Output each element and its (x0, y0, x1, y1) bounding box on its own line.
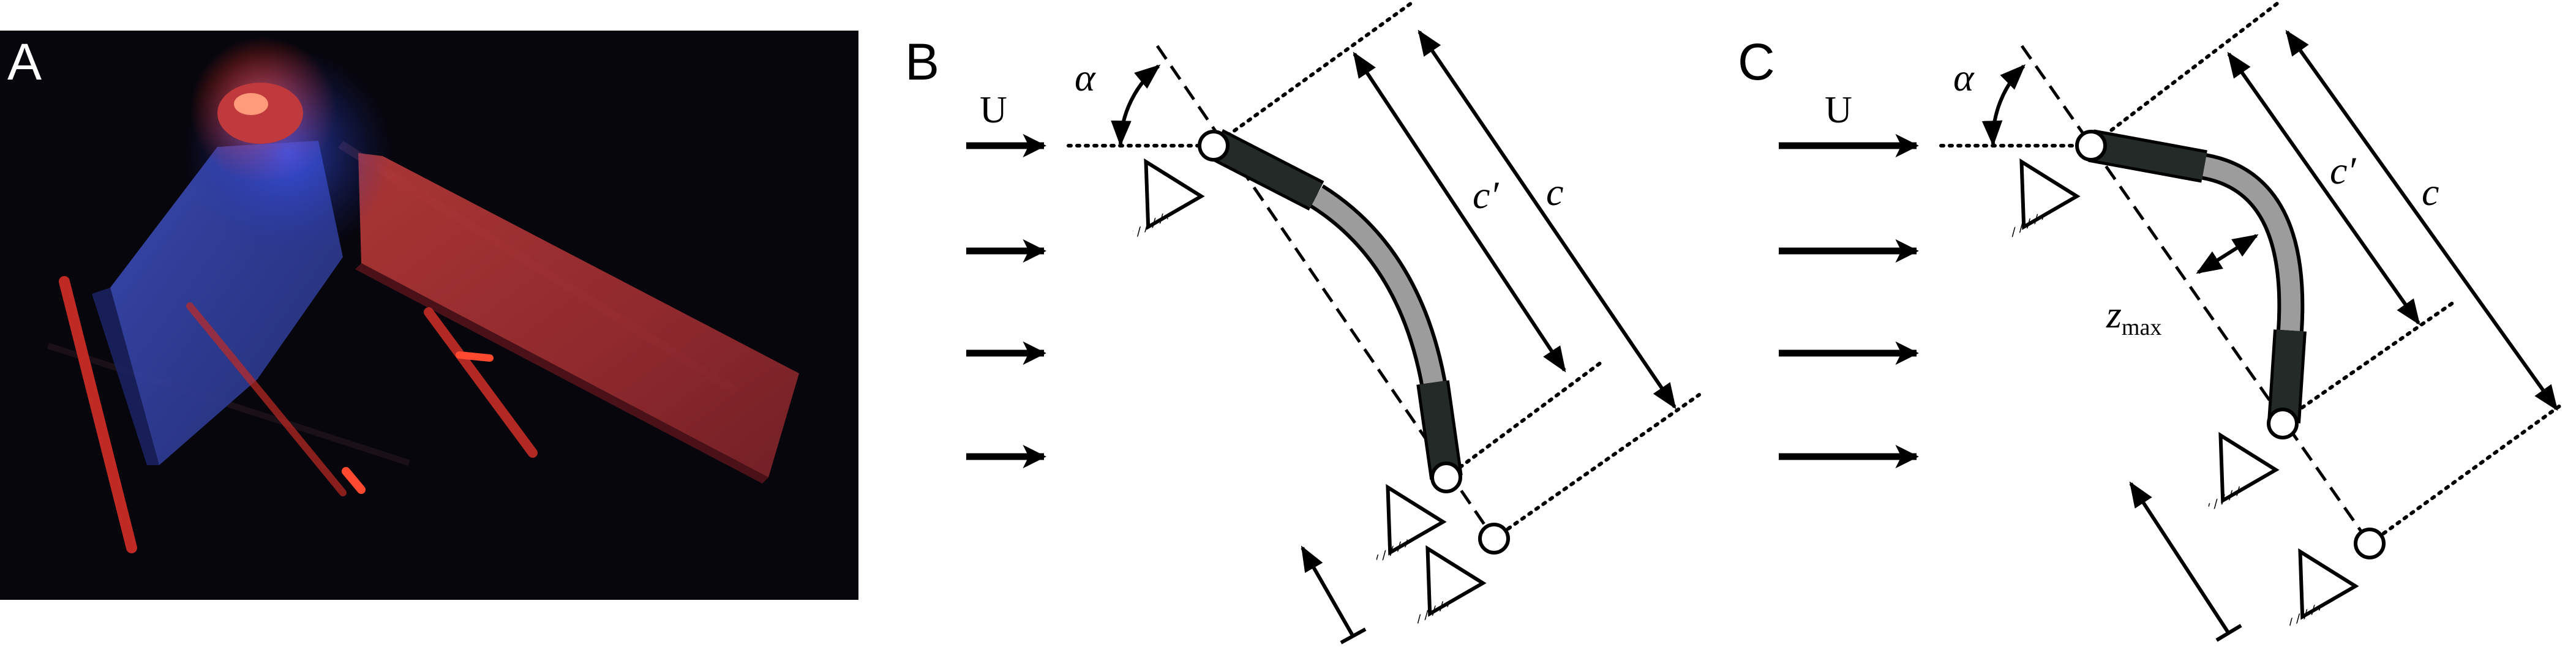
chord-prime-label: c′ (2330, 149, 2356, 192)
camber-label: zmax (2106, 293, 2161, 340)
rigid-position-hinge (2354, 528, 2386, 559)
mount-blue-glow (184, 49, 392, 257)
chord-dimension (2285, 29, 2558, 411)
trailing-hinge (2267, 408, 2299, 439)
panel-letter-b: B (905, 33, 939, 91)
camber-subscript: max (2122, 315, 2161, 340)
pin-support (1414, 545, 1487, 624)
pin-support (1133, 158, 1205, 237)
pin-support (2287, 548, 2359, 627)
panel-c: C U α zmax (1738, 1, 2564, 642)
rigid-segment-leading-fill (1209, 132, 1323, 208)
dotted-top (1212, 1, 1413, 148)
chord-label: c (1546, 170, 1563, 214)
chord-label: c (2422, 170, 2439, 214)
pin-support (2008, 158, 2081, 237)
mount-highlight (234, 93, 268, 115)
leading-hinge (1198, 130, 1230, 162)
flow-speed-label: U (980, 89, 1007, 131)
angle-arc (1981, 64, 2026, 147)
chord-prime-dimension (1353, 51, 1566, 373)
flexible-segment (1309, 184, 1449, 400)
rigid-segment-leading-fill (2089, 132, 2207, 180)
red-streak (342, 467, 366, 494)
dotted-mid (1444, 360, 1603, 479)
dotted-mid (2279, 299, 2457, 424)
angle-label: α (1075, 56, 1096, 99)
red-streak (456, 351, 494, 362)
panel-letter-a: A (7, 33, 42, 91)
rigid-position-hinge (1478, 523, 1510, 555)
blue-fin-shadow (92, 288, 159, 465)
flow-arrows (1779, 133, 1919, 469)
camber-dimension (2196, 234, 2259, 274)
pin-support (1375, 484, 1447, 563)
panel-letter-c: C (1738, 33, 1775, 91)
motion-arrow (1301, 545, 1355, 638)
dotted-top (2089, 1, 2280, 148)
angle-label: α (1953, 56, 1975, 99)
flag-photo (47, 37, 799, 553)
chord-prime-label: c′ (1473, 173, 1499, 217)
flow-speed-label: U (1825, 89, 1852, 131)
dotted-low (1492, 393, 1701, 540)
camber-symbol: z (2106, 293, 2122, 336)
motion-arrow-base (1340, 627, 1367, 644)
motion-arrow (2129, 481, 2231, 635)
trailing-hinge (1430, 461, 1462, 493)
panel-a: A (0, 31, 858, 600)
flow-arrows (966, 133, 1046, 469)
angle-arc (1111, 64, 1161, 147)
motion-arrow-base (2215, 624, 2242, 642)
red-flag-edge (355, 263, 768, 484)
panel-b: B U α (905, 1, 1701, 644)
red-streak (59, 276, 137, 553)
chord-line (2020, 45, 2371, 545)
red-streak (186, 302, 347, 496)
red-streak (424, 307, 538, 458)
chord-dimension (1418, 29, 1677, 409)
pin-support (2207, 431, 2280, 511)
dotted-low (2368, 402, 2564, 545)
red-flag (358, 153, 799, 477)
leading-hinge (2075, 130, 2107, 162)
